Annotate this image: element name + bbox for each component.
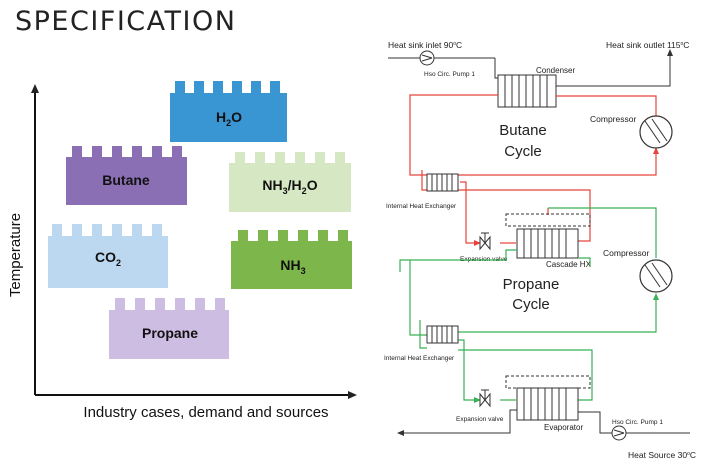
propane-cycle-label-line1: Propane <box>503 276 560 293</box>
expansion-valve-bottom-label: Expansion valve <box>456 416 504 423</box>
compressor-bottom-label: Compressor <box>603 248 649 258</box>
heat-source-line <box>397 409 690 436</box>
block-co2: CO2 <box>48 224 168 288</box>
compressor-bottom-icon <box>639 259 673 293</box>
svg-text:Propane: Propane <box>142 325 198 341</box>
internal-hx-top-icon <box>426 173 459 192</box>
svg-text:NH3: NH3 <box>280 257 305 276</box>
block-h2o: H2O <box>170 81 287 142</box>
page-title: SPECIFICATION <box>15 6 237 37</box>
heat-sink-inlet-label: Heat sink inlet 90oC <box>388 40 462 50</box>
block-nh3-h2o: NH3/H2O <box>229 152 351 212</box>
block-propane: Propane <box>109 298 229 359</box>
internal-hx-bottom-icon <box>426 325 459 344</box>
compressor-top-label: Compressor <box>590 114 636 124</box>
evaporator-icon <box>516 387 579 421</box>
control-box-bottom <box>505 375 591 389</box>
evaporator-label: Evaporator <box>544 423 583 432</box>
circ-pump-bottom-icon <box>611 425 627 441</box>
temperature-chart: Temperature Industry cases, demand and s… <box>7 81 357 421</box>
heat-sink-line <box>388 49 673 87</box>
svg-text:Butane: Butane <box>102 172 150 188</box>
propane-loop <box>399 207 659 403</box>
svg-text:CO2: CO2 <box>95 249 121 268</box>
heat-sink-outlet-label: Heat sink outlet 115oC <box>606 40 689 50</box>
expansion-valve-top-icon <box>479 232 491 251</box>
expansion-valve-bottom-icon <box>479 389 491 408</box>
propane-cycle-label-line2: Cycle <box>512 296 550 313</box>
y-axis-label: Temperature <box>7 213 24 297</box>
x-axis-label: Industry cases, demand and sources <box>83 404 328 421</box>
svg-text:H2O: H2O <box>216 109 242 128</box>
heat-source-label: Heat Source 30oC <box>628 450 696 460</box>
ihx-top-label: Internal Heat Exchanger <box>386 203 457 210</box>
cascade-hx-icon <box>516 228 579 259</box>
circ-pump-top-icon <box>419 50 435 66</box>
ihx-bottom-label: Internal Heat Exchanger <box>384 355 455 362</box>
pump-bottom-label: Hso Circ. Pump 1 <box>612 419 663 426</box>
condenser-icon <box>497 74 557 108</box>
butane-cycle-label-line2: Cycle <box>504 143 542 160</box>
butane-cycle-label-line1: Butane <box>499 122 547 139</box>
block-nh3: NH3 <box>231 230 352 289</box>
condenser-label: Condenser <box>536 66 575 75</box>
cascade-hx-label: Cascade HX <box>546 260 592 269</box>
pump-top-label: Hso Circ. Pump 1 <box>424 71 475 78</box>
heat-pump-schematic: Heat sink inlet 90oC Heat sink outlet 11… <box>384 40 696 460</box>
compressor-top-icon <box>639 115 673 149</box>
control-box-top <box>505 213 591 227</box>
svg-text:NH3/H2O: NH3/H2O <box>262 177 317 196</box>
block-butane: Butane <box>66 146 187 205</box>
